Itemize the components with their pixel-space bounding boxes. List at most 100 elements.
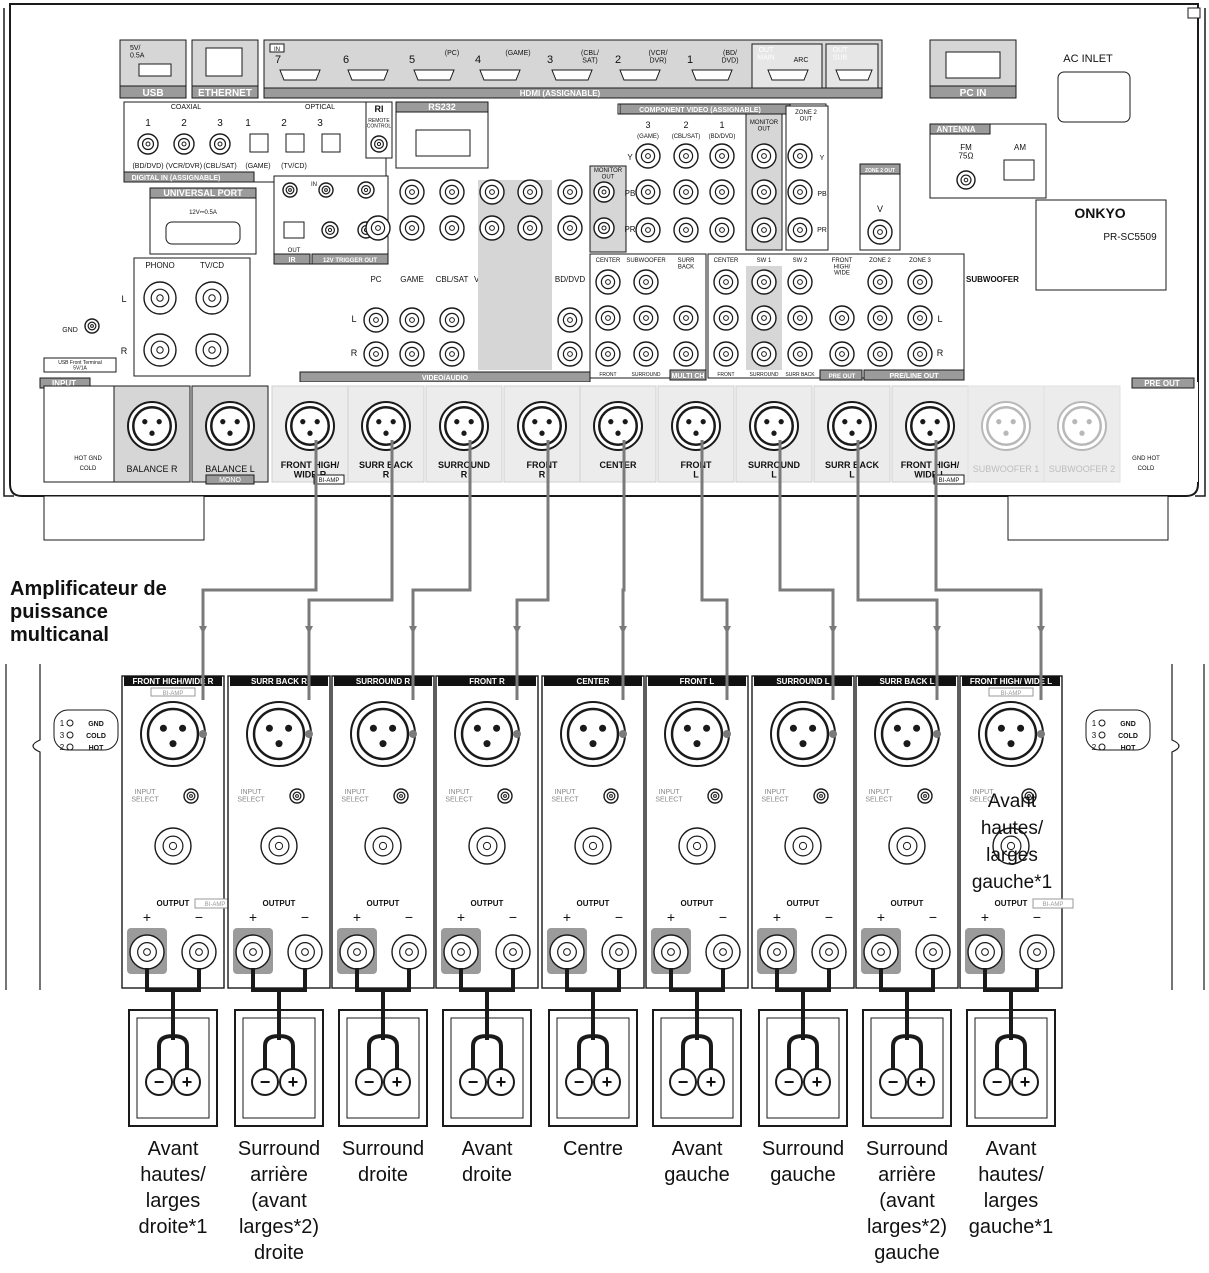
- xlr-output-jack-pin2: [314, 419, 320, 425]
- amp-positive-terminal-pin: [667, 948, 675, 956]
- phono-jack-pin: [208, 346, 216, 354]
- amp-channel-header: SURROUND L: [776, 677, 829, 686]
- amp-xlr-input-jack-pin2: [1017, 724, 1025, 732]
- amp-xlr-input-jack-pin3: [799, 740, 807, 748]
- ir-in-jack-b-pin: [324, 188, 328, 192]
- xlr-cable: [934, 440, 1043, 700]
- amp-pin-dot-right: [1098, 743, 1106, 751]
- xlr-output-jack-ring: [290, 406, 330, 446]
- component-video-label: COMPONENT VIDEO (ASSIGNABLE): [639, 107, 761, 114]
- va-audio-l-jack-pin: [409, 317, 415, 323]
- amp-pin-legend-frame-left: [53, 709, 119, 751]
- amp-minus-label: −: [929, 909, 937, 925]
- hdmi-port: [347, 69, 389, 81]
- xlr-output-jack-pin1: [608, 419, 614, 425]
- optical-number: 1: [245, 118, 251, 129]
- preout-jack-pin: [839, 351, 845, 357]
- amp-plus-label: +: [563, 909, 571, 925]
- speaker-plus-terminal: [907, 1068, 935, 1096]
- amp-pin-name-right: HOT: [1121, 745, 1137, 752]
- s-video-jack-pin: [409, 225, 415, 231]
- xlr-output-jack-pin3: [461, 430, 467, 436]
- coax-source: (VCR/DVR): [166, 163, 202, 170]
- amp-xlr-input-jack-pin1: [789, 724, 797, 732]
- rs232-label-bar: [395, 101, 489, 113]
- speaker-wire: [891, 990, 923, 1080]
- speaker-plus-sign: +: [182, 1072, 193, 1092]
- model-label: PR-SC5509: [1103, 232, 1157, 243]
- multich-label: CENTER: [596, 258, 621, 264]
- amp-xlr-input-jack-pin1: [893, 724, 901, 732]
- hdmi-input-number: 6: [343, 54, 349, 66]
- fm-jack-pin: [963, 177, 969, 183]
- preout-r-label: R: [937, 348, 944, 358]
- xlr-sub-jack-pin1: [996, 419, 1002, 425]
- preout-label: CENTER: [714, 258, 739, 264]
- speaker-minus-sign: −: [468, 1072, 479, 1092]
- pc-in-port: [945, 51, 1001, 79]
- amp-cable-plug: [513, 730, 521, 738]
- ir-label-bar: [273, 253, 311, 265]
- speaker-minus-terminal: [355, 1068, 383, 1096]
- amp-cable-plug: [305, 730, 313, 738]
- speaker-minus-terminal: [983, 1068, 1011, 1096]
- receiver-foot-left: [43, 495, 205, 541]
- xlr-output-jack-pin2: [546, 419, 552, 425]
- amp-xlr-input-jack-pin2: [599, 724, 607, 732]
- hdmi-label: HDMI (ASSIGNABLE): [520, 89, 601, 98]
- xlr-cable: [778, 440, 835, 700]
- speaker-plus-terminal: [593, 1068, 621, 1096]
- preout-jack-pin: [797, 315, 803, 321]
- va-audio-l-jack-pin: [373, 317, 379, 323]
- amp-minus-label: −: [825, 909, 833, 925]
- xlr-output-jack-pin3: [693, 430, 699, 436]
- xlr-input-jack-pin2: [234, 419, 240, 425]
- xlr-output-jack-pin1: [686, 419, 692, 425]
- speaker-wire: [787, 990, 819, 1080]
- brand-label: ONKYO: [1074, 205, 1125, 221]
- amp-output-label: OUTPUT: [263, 899, 296, 908]
- speaker-plus-sign: +: [916, 1072, 927, 1092]
- amp-input-select-switch-pin: [1027, 794, 1031, 798]
- amp-negative-terminal-pin: [929, 948, 937, 956]
- amp-minus-label: −: [195, 909, 203, 925]
- pre-out-pin-legend: GND HOT: [1132, 456, 1160, 462]
- xlr-cable: [515, 440, 550, 700]
- phono-l-label: L: [121, 294, 126, 304]
- monitor-out-component-jack-pin: [761, 189, 767, 195]
- amp-xlr-input-jack-pin3: [483, 740, 491, 748]
- zone2-row-label: Y: [820, 155, 825, 162]
- multich-front-label: FRONT: [599, 372, 616, 378]
- speaker-caption: Centre: [562, 1138, 624, 1160]
- xlr-sub-jack-pin3: [1079, 430, 1085, 436]
- amp-xlr-input-jack-pin3: [169, 740, 177, 748]
- pre-out-pin-legend-cold: COLD: [1138, 466, 1155, 472]
- ethernet-label: ETHERNET: [198, 88, 252, 99]
- preout-jack-pin: [723, 279, 729, 285]
- xlr-sub-jack-pin1: [1072, 419, 1078, 425]
- preout-jack-pin: [877, 279, 883, 285]
- optical-port: [285, 133, 305, 153]
- amp-rca-input-jack-pin: [902, 841, 912, 851]
- amp-xlr-input-jack-pin2: [913, 724, 921, 732]
- amp-minus-label: −: [405, 909, 413, 925]
- xlr-output-jack-pin3: [771, 430, 777, 436]
- ir-out-port: [283, 221, 305, 239]
- pre-out-label-bar: [1131, 377, 1195, 389]
- input-label: INPUT: [52, 379, 76, 388]
- va-column-label: CBL/SAT: [436, 275, 469, 284]
- multich-title: MULTI CH: [672, 373, 705, 380]
- tvcd-label: TV/CD: [200, 261, 224, 270]
- phono-label: PHONO: [145, 261, 174, 270]
- xlr-sub-jack-pin2: [1086, 419, 1092, 425]
- amp-xlr-input-jack-pin1: [159, 724, 167, 732]
- speaker-minus-sign: −: [154, 1072, 165, 1092]
